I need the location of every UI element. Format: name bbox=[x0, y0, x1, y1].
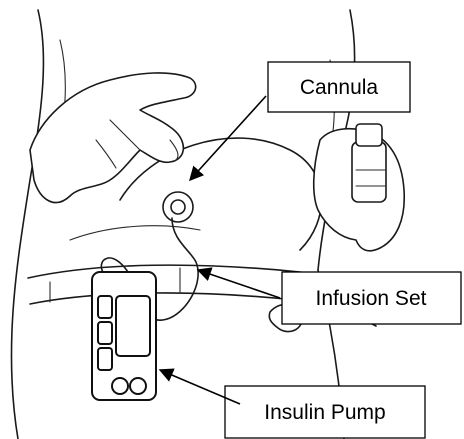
insulin-pump-device bbox=[92, 272, 156, 400]
insulin-pump-label: Insulin Pump bbox=[160, 370, 425, 438]
infusion-set-label: Infusion Set bbox=[198, 270, 461, 324]
cannula-label-text: Cannula bbox=[300, 76, 379, 99]
infusion-set-label-text: Infusion Set bbox=[316, 287, 427, 310]
left-hand-drawing bbox=[30, 73, 196, 203]
cannula-arrow bbox=[190, 96, 266, 180]
insulin-pump-label-text: Insulin Pump bbox=[264, 401, 385, 424]
right-hand-drawing bbox=[314, 124, 405, 251]
cannula-drawing bbox=[163, 192, 193, 222]
